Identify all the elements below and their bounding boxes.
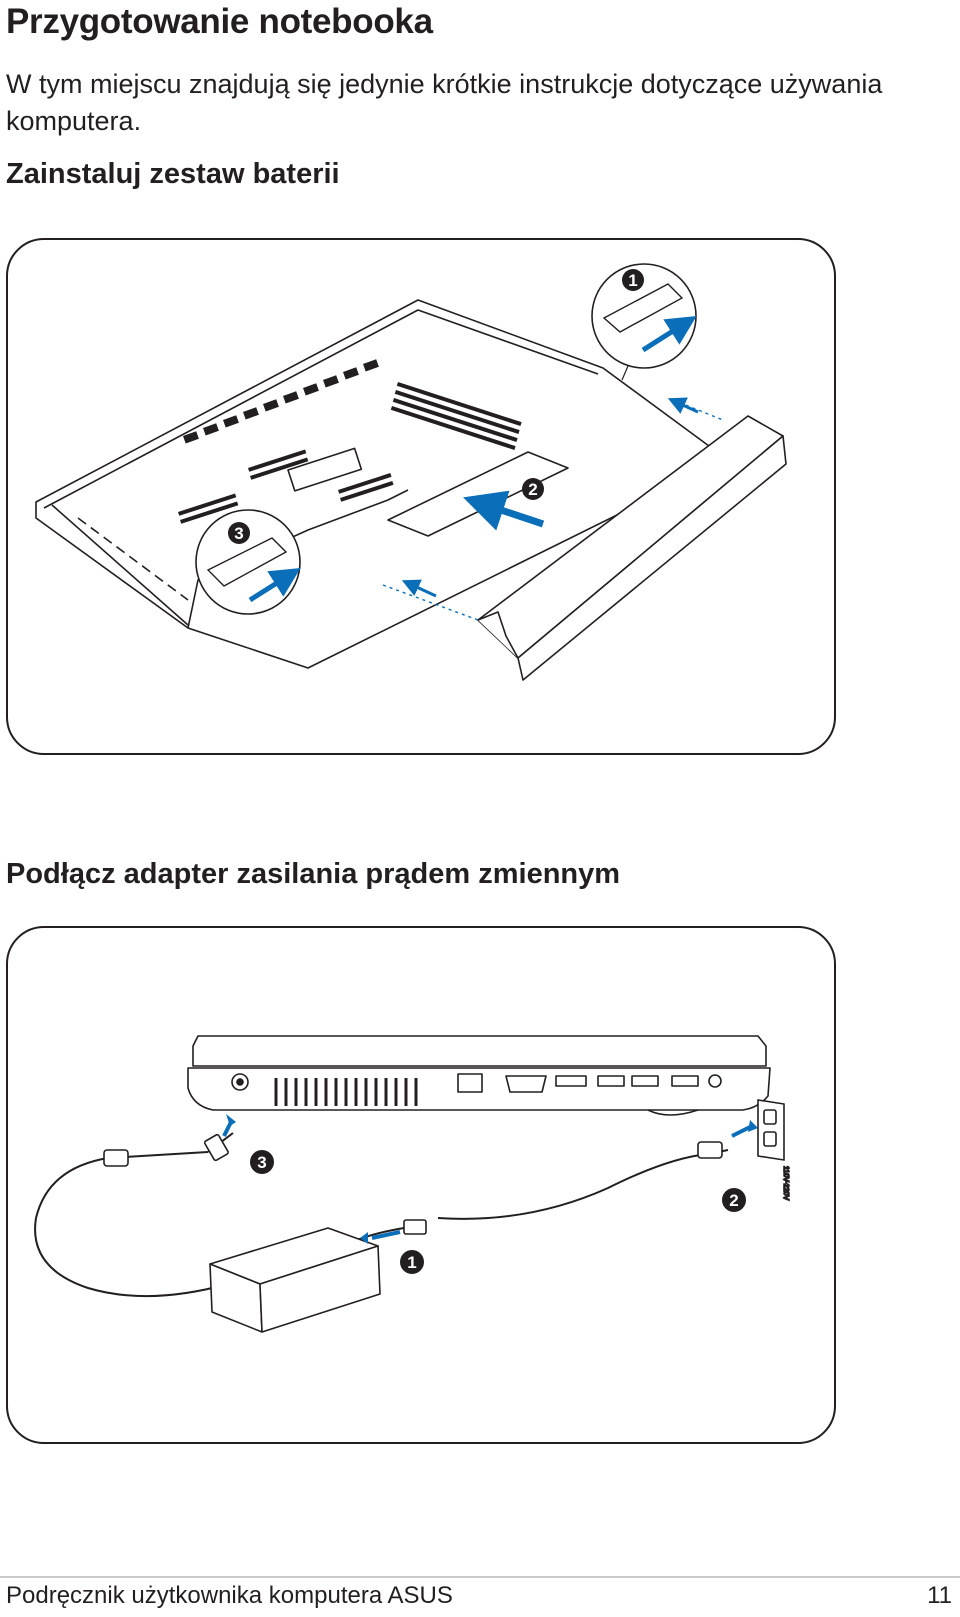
adapter-step-1-number: 1	[407, 1253, 416, 1272]
wall-outlet-drawing: 110V-220V	[757, 1099, 790, 1201]
footer-divider	[0, 1576, 960, 1578]
lock-detail-callout-3	[195, 509, 301, 615]
plugs	[103, 1133, 723, 1235]
vent-slots	[178, 359, 522, 524]
battery-install-figure: 1 2 3	[6, 238, 836, 755]
power-cables	[34, 1132, 729, 1298]
outlet-voltage-label: 110V-220V	[782, 1166, 789, 1200]
battery-install-illustration: 1 2 3	[35, 263, 787, 681]
power-brick-drawing	[209, 1227, 381, 1333]
step-badge-3: 3	[250, 1150, 274, 1174]
footer-title: Podręcznik użytkownika komputera ASUS	[6, 1582, 453, 1609]
step-badge-1: 1	[400, 1250, 424, 1274]
adapter-connect-figure: 110V-220V 1	[6, 926, 836, 1444]
adapter-section-heading: Podłącz adapter zasilania prądem zmienny…	[6, 858, 621, 890]
battery-pack-drawing	[477, 415, 787, 681]
step-badge-2: 2	[722, 1188, 746, 1212]
step-badge-1: 1	[622, 269, 644, 291]
step-badge-2-number: 2	[528, 480, 537, 499]
insert-arrows	[401, 397, 699, 598]
adapter-step-3-number: 3	[257, 1153, 266, 1172]
page-number: 11	[927, 1582, 952, 1609]
intro-text: W tym miejscu znajdują się jedynie krótk…	[6, 69, 883, 136]
connect-arrows	[222, 1114, 758, 1244]
adapter-step-2-number: 2	[729, 1191, 738, 1210]
lock-detail-callout-1	[591, 263, 697, 381]
side-vent	[274, 1078, 418, 1106]
page-title: Przygotowanie notebooka	[6, 2, 433, 41]
adapter-connect-illustration: 110V-220V 1	[34, 1035, 790, 1333]
step-badge-3: 3	[228, 522, 250, 544]
step-badge-1-number: 1	[628, 271, 637, 290]
step-badge-3-number: 3	[234, 524, 243, 543]
step-badge-2: 2	[522, 478, 544, 500]
battery-section-heading: Zainstaluj zestaw baterii	[6, 158, 340, 190]
laptop-side-drawing	[187, 1035, 771, 1116]
